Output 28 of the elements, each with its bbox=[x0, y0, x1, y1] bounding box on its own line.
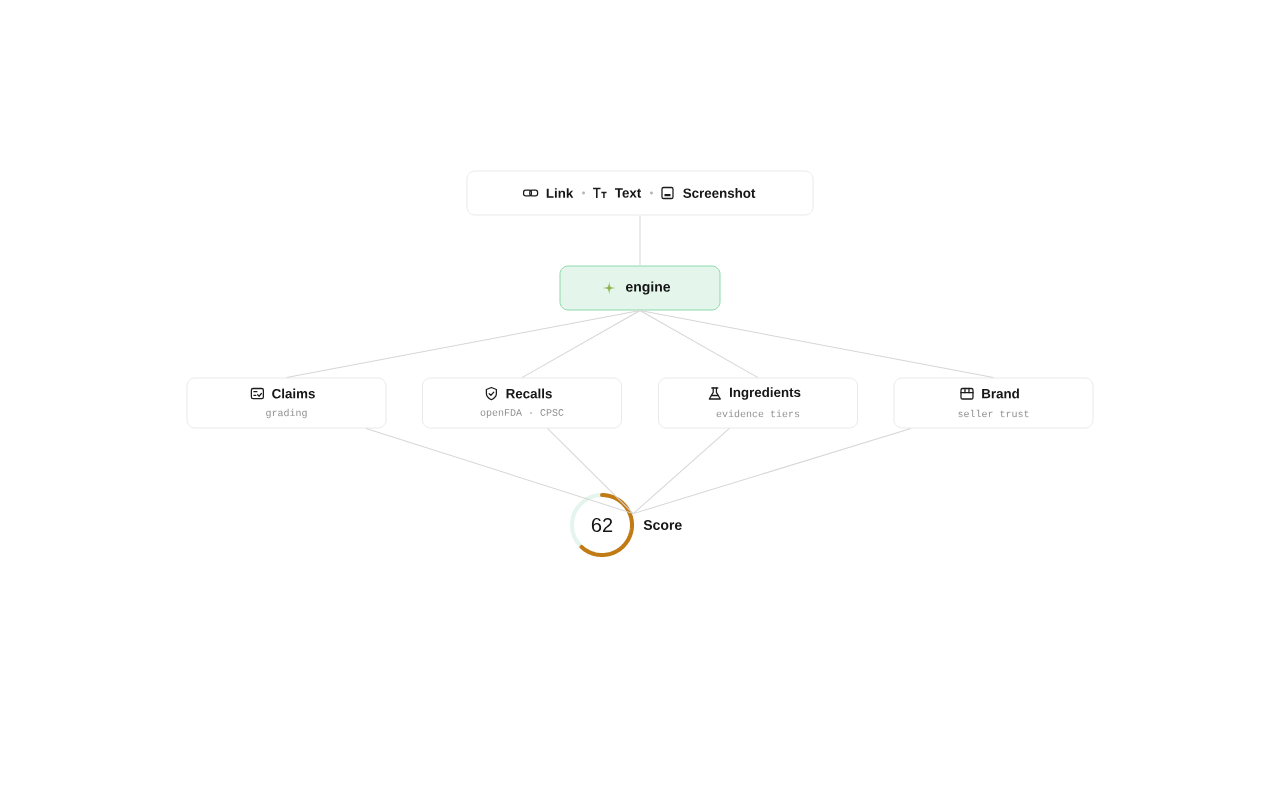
input-bar bbox=[466, 170, 814, 216]
score-gauge: 62 bbox=[570, 493, 634, 557]
connector-line bbox=[639, 309, 759, 379]
card-subtitle: grading bbox=[266, 408, 307, 419]
connector-line bbox=[365, 427, 634, 515]
card-title: Recalls bbox=[506, 388, 552, 399]
card-subtitle: seller trust bbox=[958, 409, 1029, 418]
input-option: Text bbox=[614, 188, 642, 198]
card-title: Ingredients bbox=[730, 387, 801, 400]
check-card bbox=[893, 377, 1094, 429]
check-card bbox=[422, 377, 622, 429]
connector-line bbox=[521, 309, 641, 379]
score-label: Score bbox=[643, 520, 682, 530]
check-card bbox=[658, 377, 858, 429]
engine-box bbox=[559, 265, 721, 311]
card-title: Claims bbox=[272, 388, 315, 399]
input-option: Link bbox=[546, 188, 574, 198]
connector-line bbox=[547, 427, 634, 515]
engine-label: engine bbox=[626, 281, 671, 295]
input-option: Screenshot bbox=[683, 188, 756, 198]
connector-line bbox=[632, 427, 912, 515]
card-subtitle: openFDA · CPSC bbox=[480, 409, 564, 418]
card-title: Brand bbox=[982, 388, 1019, 399]
connector-line bbox=[639, 309, 994, 379]
connector-line bbox=[286, 309, 641, 379]
card-subtitle: evidence tiers bbox=[716, 409, 800, 418]
connector-line bbox=[632, 427, 730, 515]
check-card bbox=[186, 377, 387, 429]
